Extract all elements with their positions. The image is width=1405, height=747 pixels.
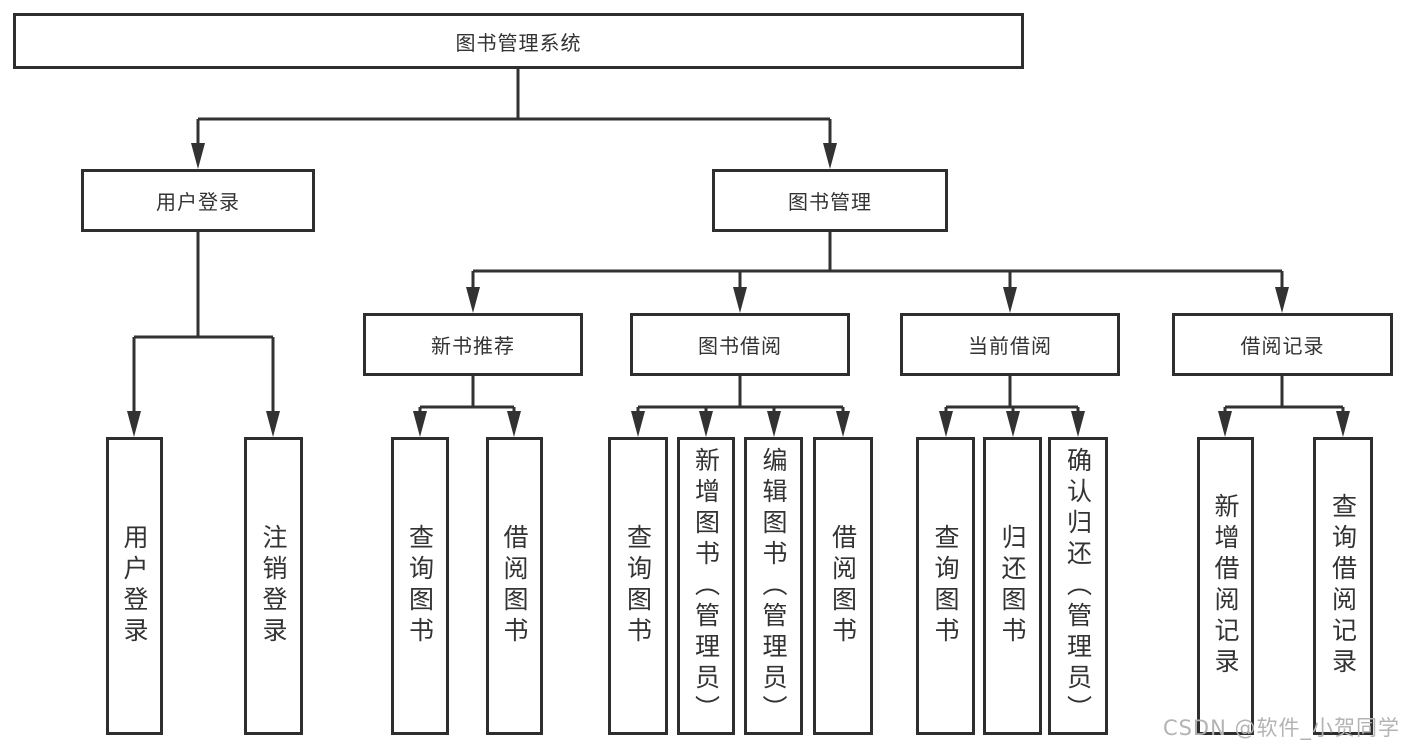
leaf-label: 注销登录 [259, 524, 288, 648]
leaf-confirm-return-admin: 确认归还（管理员） [1048, 437, 1108, 735]
leaf-label: 编辑图书（管理员） [759, 446, 788, 726]
leaf-label: 用户登录 [120, 524, 149, 648]
leaf-label: 借阅图书 [828, 524, 858, 648]
leaf-label: 新增图书（管理员） [691, 446, 721, 726]
leaf-edit-books-admin: 编辑图书（管理员） [744, 437, 803, 735]
leaf-borrow-books: 借阅图书 [813, 437, 873, 735]
node-book-management: 图书管理 [712, 169, 948, 232]
node-book-borrowing: 图书借阅 [630, 313, 850, 376]
node-label: 图书管理系统 [455, 30, 582, 55]
node-library-management-system: 图书管理系统 [13, 13, 1024, 69]
node-label: 图书管理 [788, 190, 872, 214]
leaf-label: 新增借阅记录 [1211, 493, 1240, 679]
leaf-add-books-admin: 新增图书（管理员） [677, 437, 735, 735]
leaf-user-login: 用户登录 [106, 437, 163, 735]
leaf-label: 借阅图书 [500, 524, 529, 648]
leaf-label: 确认归还（管理员） [1063, 446, 1093, 726]
leaf-return-books: 归还图书 [983, 437, 1042, 735]
node-label: 用户登录 [156, 190, 240, 214]
leaf-label: 查询图书 [931, 524, 960, 648]
leaf-query-borrow-record: 查询借阅记录 [1313, 437, 1373, 735]
leaf-label: 查询图书 [623, 524, 653, 648]
node-label: 新书推荐 [431, 334, 515, 358]
node-current-borrowing: 当前借阅 [900, 313, 1120, 376]
node-label: 图书借阅 [698, 334, 782, 358]
leaf-add-borrow-record: 新增借阅记录 [1197, 437, 1254, 735]
leaf-query-books-recommend: 查询图书 [391, 437, 449, 735]
leaf-borrow-books-recommend: 借阅图书 [486, 437, 543, 735]
node-user-login: 用户登录 [81, 169, 315, 232]
node-new-book-recommendation: 新书推荐 [363, 313, 583, 376]
node-label: 借阅记录 [1240, 334, 1325, 358]
leaf-logout: 注销登录 [244, 437, 303, 735]
node-label: 当前借阅 [968, 334, 1052, 358]
leaf-query-books-borrowing: 查询图书 [608, 437, 668, 735]
leaf-query-books-current: 查询图书 [916, 437, 975, 735]
watermark: CSDN @软件_小贺同学 [1162, 716, 1400, 740]
node-borrowing-records: 借阅记录 [1172, 313, 1393, 376]
leaf-label: 查询图书 [405, 524, 435, 648]
leaf-label: 查询借阅记录 [1328, 493, 1358, 679]
leaf-label: 归还图书 [998, 524, 1027, 648]
